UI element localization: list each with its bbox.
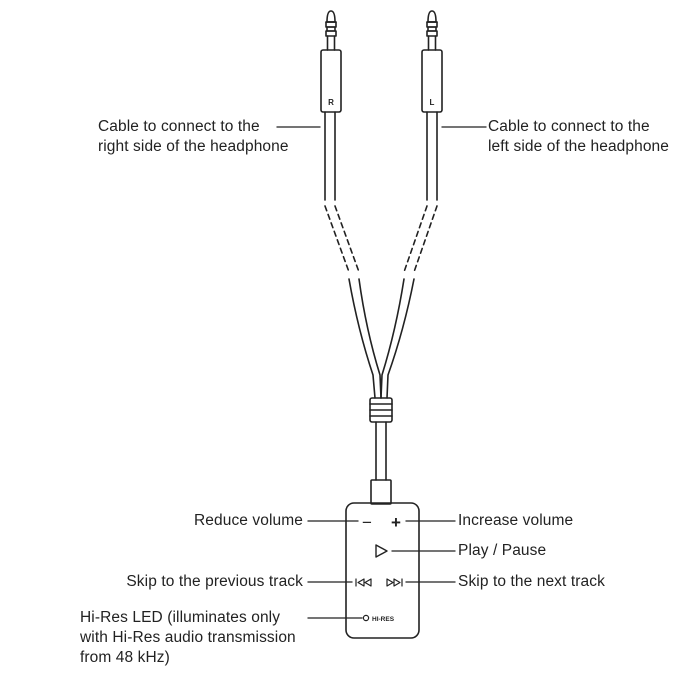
callout-play-pause: Play / Pause [458,542,547,559]
left-plug-body [421,49,443,113]
main-cable [370,421,392,505]
next-track-button[interactable] [386,578,403,587]
left-plug-tip [427,10,437,23]
previous-track-button[interactable] [355,578,372,587]
y-splitter [369,397,393,423]
play-pause-button[interactable] [375,544,388,558]
remote-control: − + HI-RES [345,502,420,639]
callout-left-cable-line-2: left side of the headphone [488,138,669,155]
right-plug: R [320,10,342,113]
left-plug: L [421,10,443,113]
right-plug-body [320,49,342,113]
remote-body [345,502,420,639]
callout-reduce-volume: Reduce volume [194,512,303,529]
callout-right-cable-line-2: right side of the headphone [98,138,289,155]
callout-prev-track: Skip to the previous track [126,573,303,590]
right-cable [324,111,382,399]
callout-hires-led-line-3: from 48 kHz) [80,649,170,666]
callout-left-cable-line-1: Cable to connect to the [488,118,650,135]
hires-led-text: HI-RES [372,616,395,623]
leader-lines [276,126,487,619]
right-plug-tip [326,10,336,23]
callout-next-track: Skip to the next track [458,573,605,590]
minus-button[interactable]: − [362,513,372,532]
callout-hires-led-line-1: Hi-Res LED (illuminates only [80,609,281,626]
left-plug-marker: L [430,98,435,107]
right-plug-marker: R [328,98,334,107]
left-cable [380,111,438,399]
callout-hires-led-line-2: with Hi-Res audio transmission [80,629,296,646]
plus-button[interactable]: + [391,513,401,532]
callout-right-cable-line-1: Cable to connect to the [98,118,260,135]
hires-led-icon [362,614,370,622]
callout-increase-volume: Increase volume [458,512,574,529]
